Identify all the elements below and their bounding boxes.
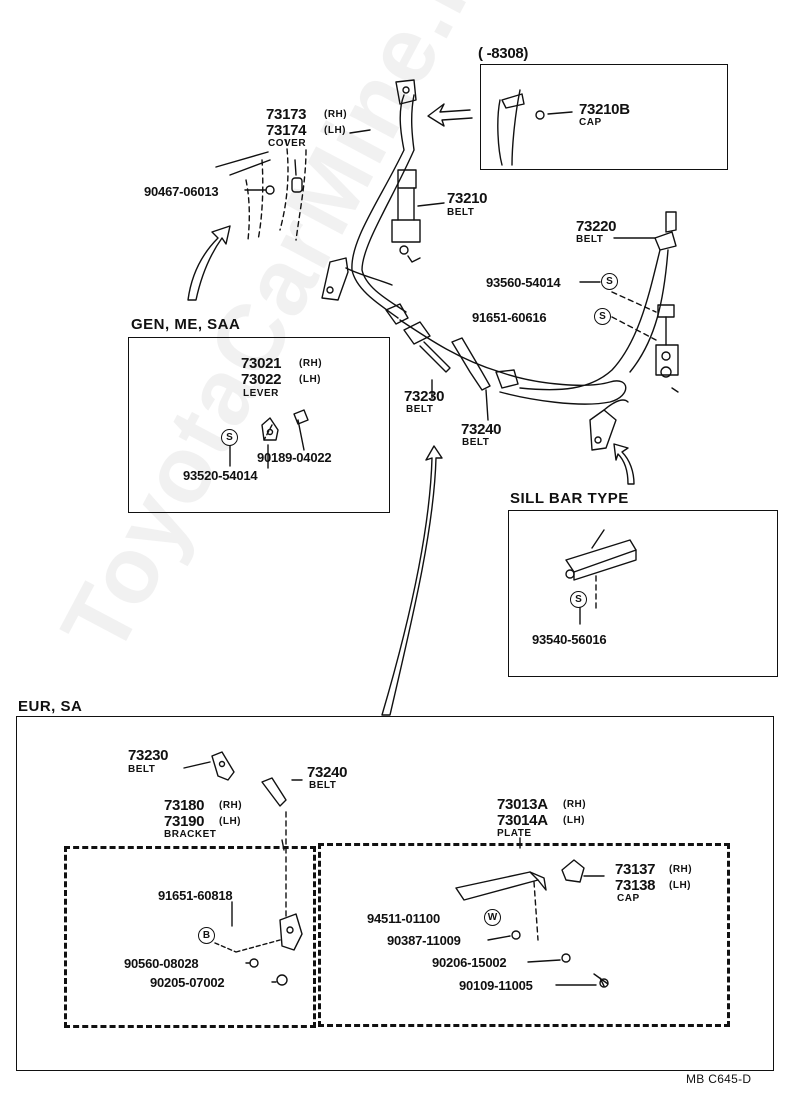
range-label: ( -8308)	[478, 45, 529, 62]
part-73021-rh: (RH)	[299, 358, 323, 369]
gen-box-title: GEN, ME, SAA	[131, 316, 241, 333]
footer-code: MB C645-D	[686, 1072, 752, 1086]
part-73190-lh: (LH)	[219, 816, 241, 827]
gen-box-drawing	[261, 409, 309, 441]
top-inset-box	[480, 64, 728, 170]
plate-dashed-box	[318, 843, 730, 1027]
part-90560-08028: 90560-08028	[124, 956, 199, 971]
part-90109-11005: 90109-11005	[459, 978, 533, 993]
eur-part-73230-desc: BELT	[128, 764, 156, 775]
symbol-s-93560: S	[601, 273, 618, 290]
part-90189-04022: 90189-04022	[257, 450, 332, 465]
plate-desc: PLATE	[497, 828, 532, 839]
outline-arrows	[187, 103, 635, 716]
part-73180-rh: (RH)	[219, 800, 243, 811]
eur-box-drawing	[183, 751, 609, 988]
part-73173-rh: (RH)	[324, 109, 348, 120]
part-91651-60616: 91651-60616	[472, 310, 547, 325]
part-73014a: 73014A	[497, 812, 548, 829]
eur-part-73240-desc: BELT	[309, 780, 337, 791]
part-94511-01100: 94511-01100	[367, 911, 440, 926]
eur-sa-box	[16, 716, 774, 1071]
part-73240: 73240	[461, 421, 502, 438]
part-73190: 73190	[164, 813, 205, 830]
part-73180: 73180	[164, 797, 205, 814]
part-73220: 73220	[576, 218, 617, 235]
part-90206-15002: 90206-15002	[432, 955, 507, 970]
part-73174: 73174	[266, 122, 307, 139]
part-90387-11009: 90387-11009	[387, 933, 461, 948]
part-73230-desc: BELT	[406, 404, 434, 415]
part-73013a: 73013A	[497, 796, 548, 813]
eur-part-73230: 73230	[128, 747, 169, 764]
part-73137: 73137	[615, 861, 656, 878]
part-73210b-desc: CAP	[579, 117, 602, 128]
lever-desc: LEVER	[243, 388, 279, 399]
top-box-drawing	[497, 89, 545, 166]
part-73138-lh: (LH)	[669, 880, 691, 891]
symbol-s-93540: S	[570, 591, 587, 608]
eur-part-73240: 73240	[307, 764, 348, 781]
part-93540-56016: 93540-56016	[532, 632, 607, 647]
part-93520-54014: 93520-54014	[183, 468, 258, 483]
symbol-b: B	[198, 927, 215, 944]
part-90205-07002: 90205-07002	[150, 975, 225, 990]
part-73021: 73021	[241, 355, 282, 372]
bracket-desc: BRACKET	[164, 829, 217, 840]
part-73013a-rh: (RH)	[563, 799, 587, 810]
bracket-dashed-box	[64, 846, 316, 1028]
part-73014a-lh: (LH)	[563, 815, 585, 826]
part-73210b: 73210B	[579, 101, 630, 118]
part-73230: 73230	[404, 388, 445, 405]
gen-me-saa-box	[128, 337, 390, 513]
symbol-w: W	[484, 909, 501, 926]
part-90467-06013: 90467-06013	[144, 184, 219, 199]
part-91651-60818: 91651-60818	[158, 888, 233, 903]
sill-box-drawing	[565, 529, 637, 581]
cover-desc: COVER	[268, 138, 307, 149]
part-73210: 73210	[447, 190, 488, 207]
symbol-s-91651: S	[594, 308, 611, 325]
part-73138: 73138	[615, 877, 656, 894]
symbol-s-93520: S	[221, 429, 238, 446]
part-73173: 73173	[266, 106, 307, 123]
part-73240-desc: BELT	[462, 437, 490, 448]
part-73210-desc: BELT	[447, 207, 475, 218]
part-93560-54014: 93560-54014	[486, 275, 561, 290]
part-73022-lh: (LH)	[299, 374, 321, 385]
part-73022: 73022	[241, 371, 282, 388]
part-73220-desc: BELT	[576, 234, 604, 245]
part-73174-lh: (LH)	[324, 125, 346, 136]
sill-box-title: SILL BAR TYPE	[510, 490, 629, 507]
cap-desc: CAP	[617, 893, 640, 904]
sill-bar-type-box	[508, 510, 778, 677]
part-73137-rh: (RH)	[669, 864, 693, 875]
cover-drawing	[215, 139, 307, 241]
main-seat-belt-drawing	[321, 79, 679, 451]
leader-lines	[229, 111, 657, 625]
eur-box-title: EUR, SA	[18, 698, 83, 715]
